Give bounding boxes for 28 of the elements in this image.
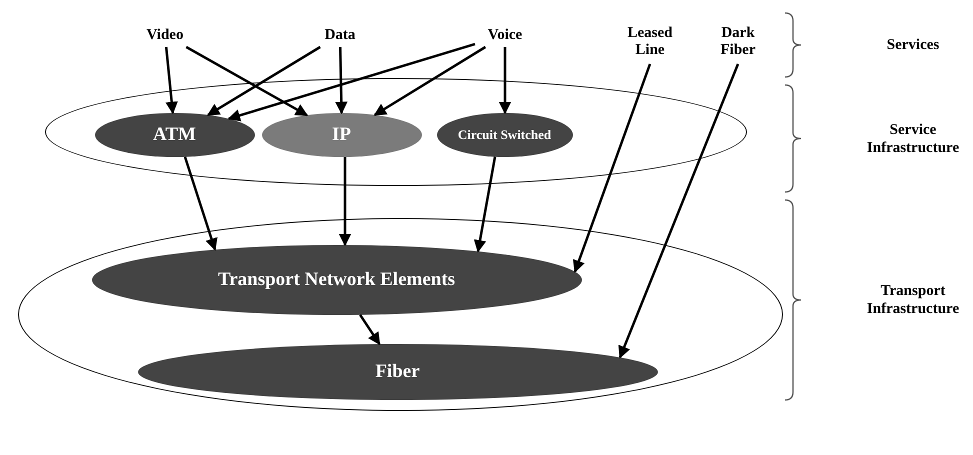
service-label: Data [312, 25, 368, 45]
service-label: Video [135, 25, 195, 45]
layer-label: Services [886, 36, 940, 54]
arrow [335, 46, 348, 114]
arrow [498, 47, 512, 114]
service-label: Leased Line [615, 22, 685, 62]
arrow [338, 156, 352, 246]
layer-label: Service Infrastructure [866, 120, 960, 156]
service-label: Voice [477, 25, 533, 45]
component-ellipse: Fiber [138, 344, 658, 400]
arrow [184, 156, 218, 251]
component-ellipse: Transport Network Elements [92, 244, 582, 314]
arrow [206, 46, 321, 116]
arrow [186, 46, 308, 116]
layer-label: Transport Infrastructure [866, 282, 960, 318]
arrow [359, 314, 381, 346]
arrow [228, 42, 476, 122]
component-ellipse: ATM [94, 112, 254, 156]
arrow [164, 46, 178, 114]
arrow [572, 64, 652, 273]
component-ellipse: Circuit Switched [436, 112, 572, 156]
arrow [474, 156, 496, 253]
arrow [374, 46, 486, 116]
service-label: Dark Fiber [705, 22, 771, 62]
component-ellipse: IP [262, 112, 422, 156]
layer-ellipse [18, 218, 783, 411]
layer-ellipse [45, 78, 747, 186]
arrow [618, 64, 740, 359]
